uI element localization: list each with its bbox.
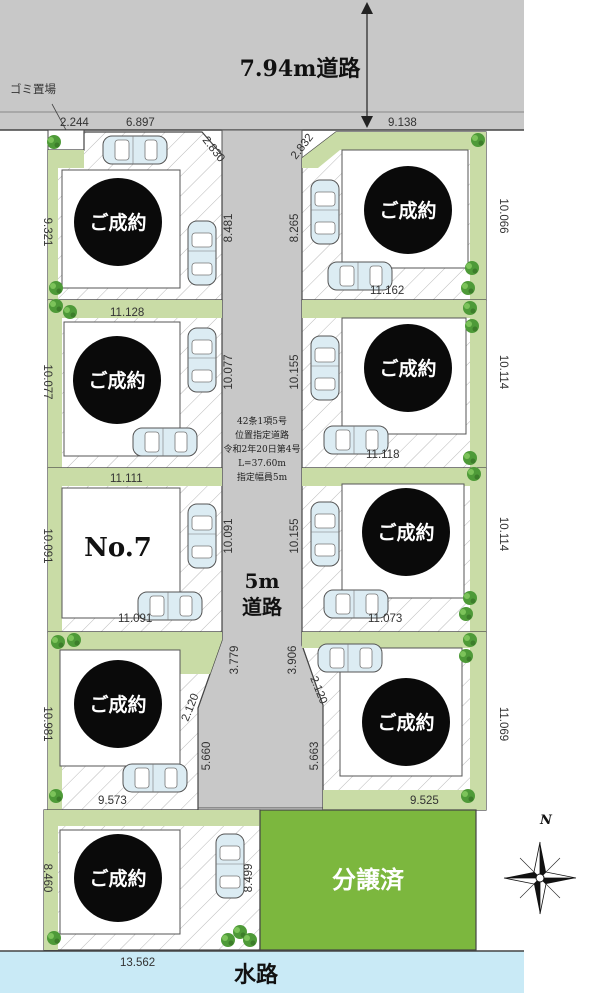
car-icon bbox=[122, 763, 188, 793]
svg-text:9.138: 9.138 bbox=[388, 117, 417, 129]
svg-text:11.091: 11.091 bbox=[118, 613, 152, 625]
svg-text:10.114: 10.114 bbox=[497, 517, 509, 552]
svg-text:11.111: 11.111 bbox=[110, 473, 143, 485]
lot-right-5-sold[interactable] bbox=[259, 809, 477, 951]
car-icon bbox=[187, 503, 217, 569]
svg-text:5.660: 5.660 bbox=[201, 742, 213, 771]
sold-badge-right-3 bbox=[362, 488, 450, 576]
svg-text:ご成約: ご成約 bbox=[379, 357, 436, 380]
svg-text:10.077: 10.077 bbox=[41, 364, 53, 399]
svg-text:9.525: 9.525 bbox=[410, 795, 439, 807]
svg-text:10.066: 10.066 bbox=[497, 198, 509, 233]
svg-text:ご成約: ご成約 bbox=[89, 867, 146, 890]
sold-badge-left-4 bbox=[74, 660, 162, 748]
svg-text:11.162: 11.162 bbox=[370, 285, 404, 297]
svg-text:8.265: 8.265 bbox=[289, 214, 301, 243]
car-icon bbox=[310, 335, 340, 401]
car-icon bbox=[317, 643, 383, 673]
sold-badge-left-2 bbox=[73, 336, 161, 424]
svg-text:L=37.60m: L=37.60m bbox=[238, 459, 286, 469]
svg-text:ご成約: ご成約 bbox=[89, 693, 146, 716]
water-label: 水路 bbox=[234, 962, 279, 988]
center-road-width: 5m bbox=[244, 569, 279, 593]
compass-north-label: N bbox=[539, 813, 553, 828]
svg-text:9.321: 9.321 bbox=[41, 218, 53, 247]
svg-text:ご成約: ご成約 bbox=[89, 211, 146, 234]
svg-text:11.118: 11.118 bbox=[366, 449, 399, 461]
sold-lot-label: 分譲済 bbox=[332, 865, 405, 894]
sold-badge-right-1 bbox=[364, 166, 452, 254]
svg-text:3.779: 3.779 bbox=[229, 646, 241, 675]
svg-text:10.981: 10.981 bbox=[41, 706, 53, 741]
car-icon bbox=[132, 427, 198, 457]
svg-text:8.460: 8.460 bbox=[41, 864, 53, 893]
lot-number-label: No.7 bbox=[84, 533, 152, 563]
svg-text:11.073: 11.073 bbox=[368, 613, 402, 625]
sold-badge-right-4 bbox=[362, 678, 450, 766]
car-icon bbox=[310, 501, 340, 567]
svg-text:13.562: 13.562 bbox=[120, 957, 155, 969]
svg-text:42条1項5号: 42条1項5号 bbox=[237, 415, 287, 427]
garbage-label: ゴミ置場 bbox=[10, 82, 56, 96]
center-road-label: 道路 bbox=[242, 595, 283, 619]
svg-text:ご成約: ご成約 bbox=[377, 711, 434, 734]
sold-badge-left-5 bbox=[74, 834, 162, 922]
svg-text:ご成約: ご成約 bbox=[88, 369, 145, 392]
svg-text:9.573: 9.573 bbox=[98, 795, 127, 807]
sold-badge-right-2 bbox=[364, 324, 452, 412]
svg-text:3.906: 3.906 bbox=[287, 646, 299, 675]
svg-text:ご成約: ご成約 bbox=[379, 199, 436, 222]
water-channel bbox=[0, 951, 524, 993]
car-icon bbox=[187, 220, 217, 286]
car-icon bbox=[310, 179, 340, 245]
road-note: 42条1項5号 位置指定道路 令和2年20日第4号 L=37.60m 指定幅員5… bbox=[224, 415, 301, 483]
svg-text:10.114: 10.114 bbox=[497, 355, 509, 390]
svg-text:指定幅員5m: 指定幅員5m bbox=[237, 471, 288, 483]
svg-text:位置指定道路: 位置指定道路 bbox=[235, 429, 289, 441]
top-road bbox=[0, 0, 524, 130]
svg-text:6.897: 6.897 bbox=[126, 117, 155, 129]
svg-text:10.091: 10.091 bbox=[223, 518, 235, 553]
svg-text:10.155: 10.155 bbox=[289, 354, 301, 389]
svg-text:5.663: 5.663 bbox=[309, 742, 321, 771]
compass-icon bbox=[503, 841, 577, 915]
svg-text:11.069: 11.069 bbox=[497, 707, 509, 741]
svg-text:10.077: 10.077 bbox=[223, 354, 235, 389]
svg-text:ご成約: ご成約 bbox=[377, 521, 434, 544]
car-icon bbox=[187, 327, 217, 393]
sold-badge-left-1 bbox=[74, 178, 162, 266]
svg-text:令和2年20日第4号: 令和2年20日第4号 bbox=[224, 443, 301, 455]
svg-text:2.244: 2.244 bbox=[60, 117, 89, 129]
svg-text:10.155: 10.155 bbox=[289, 518, 301, 553]
svg-text:11.128: 11.128 bbox=[110, 307, 144, 319]
svg-text:10.091: 10.091 bbox=[41, 528, 53, 563]
top-road-label: 7.94m道路 bbox=[240, 56, 362, 82]
svg-text:8.499: 8.499 bbox=[243, 864, 255, 893]
svg-text:8.481: 8.481 bbox=[223, 214, 235, 243]
car-icon bbox=[215, 833, 245, 899]
car-icon bbox=[102, 135, 168, 165]
